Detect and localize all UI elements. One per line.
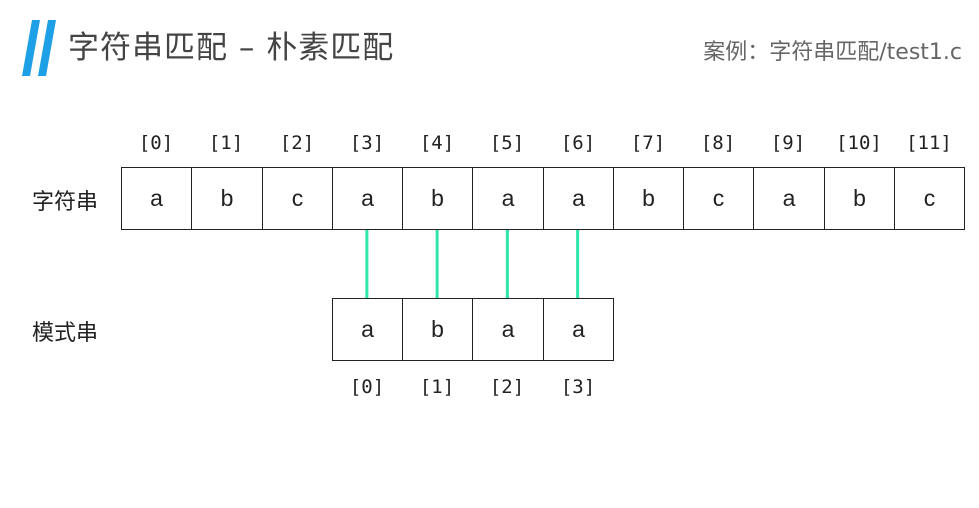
pattern-cell: a — [332, 298, 403, 361]
pattern-cell: a — [472, 298, 544, 361]
text-cell: a — [753, 167, 825, 230]
text-cell: c — [894, 167, 965, 230]
pattern-row-label: 模式串 — [32, 321, 99, 346]
text-cell: b — [824, 167, 895, 230]
text-row-label: 字符串 — [32, 190, 99, 215]
pattern-index-label: [0] — [349, 376, 385, 398]
title-bar: 字符串匹配 – 朴素匹配 案例：字符串匹配/test1.c — [22, 12, 962, 76]
text-index-label: [1] — [208, 132, 244, 154]
text-index-label: [5] — [489, 132, 525, 154]
text-index-label: [6] — [560, 132, 596, 154]
text-index-label: [9] — [770, 132, 806, 154]
case-reference: 案例：字符串匹配/test1.c — [703, 40, 962, 65]
text-cell: a — [472, 167, 544, 230]
title-accent-icon — [22, 20, 56, 76]
text-index-label: [8] — [700, 132, 736, 154]
text-cell: b — [613, 167, 684, 230]
text-cell: c — [262, 167, 333, 230]
pattern-index-label: [2] — [489, 376, 525, 398]
text-index-label: [0] — [138, 132, 174, 154]
text-index-label: [4] — [419, 132, 455, 154]
pattern-index-label: [1] — [419, 376, 455, 398]
text-cell: a — [332, 167, 403, 230]
page-title: 字符串匹配 – 朴素匹配 — [68, 30, 395, 66]
pattern-cell: a — [543, 298, 614, 361]
pattern-cell: b — [402, 298, 473, 361]
text-index-label: [10] — [836, 132, 882, 154]
text-index-label: [7] — [630, 132, 666, 154]
text-cell: b — [191, 167, 263, 230]
pattern-index-label: [3] — [560, 376, 596, 398]
text-cell: b — [402, 167, 473, 230]
text-index-label: [2] — [279, 132, 315, 154]
text-index-label: [11] — [906, 132, 952, 154]
text-index-label: [3] — [349, 132, 385, 154]
